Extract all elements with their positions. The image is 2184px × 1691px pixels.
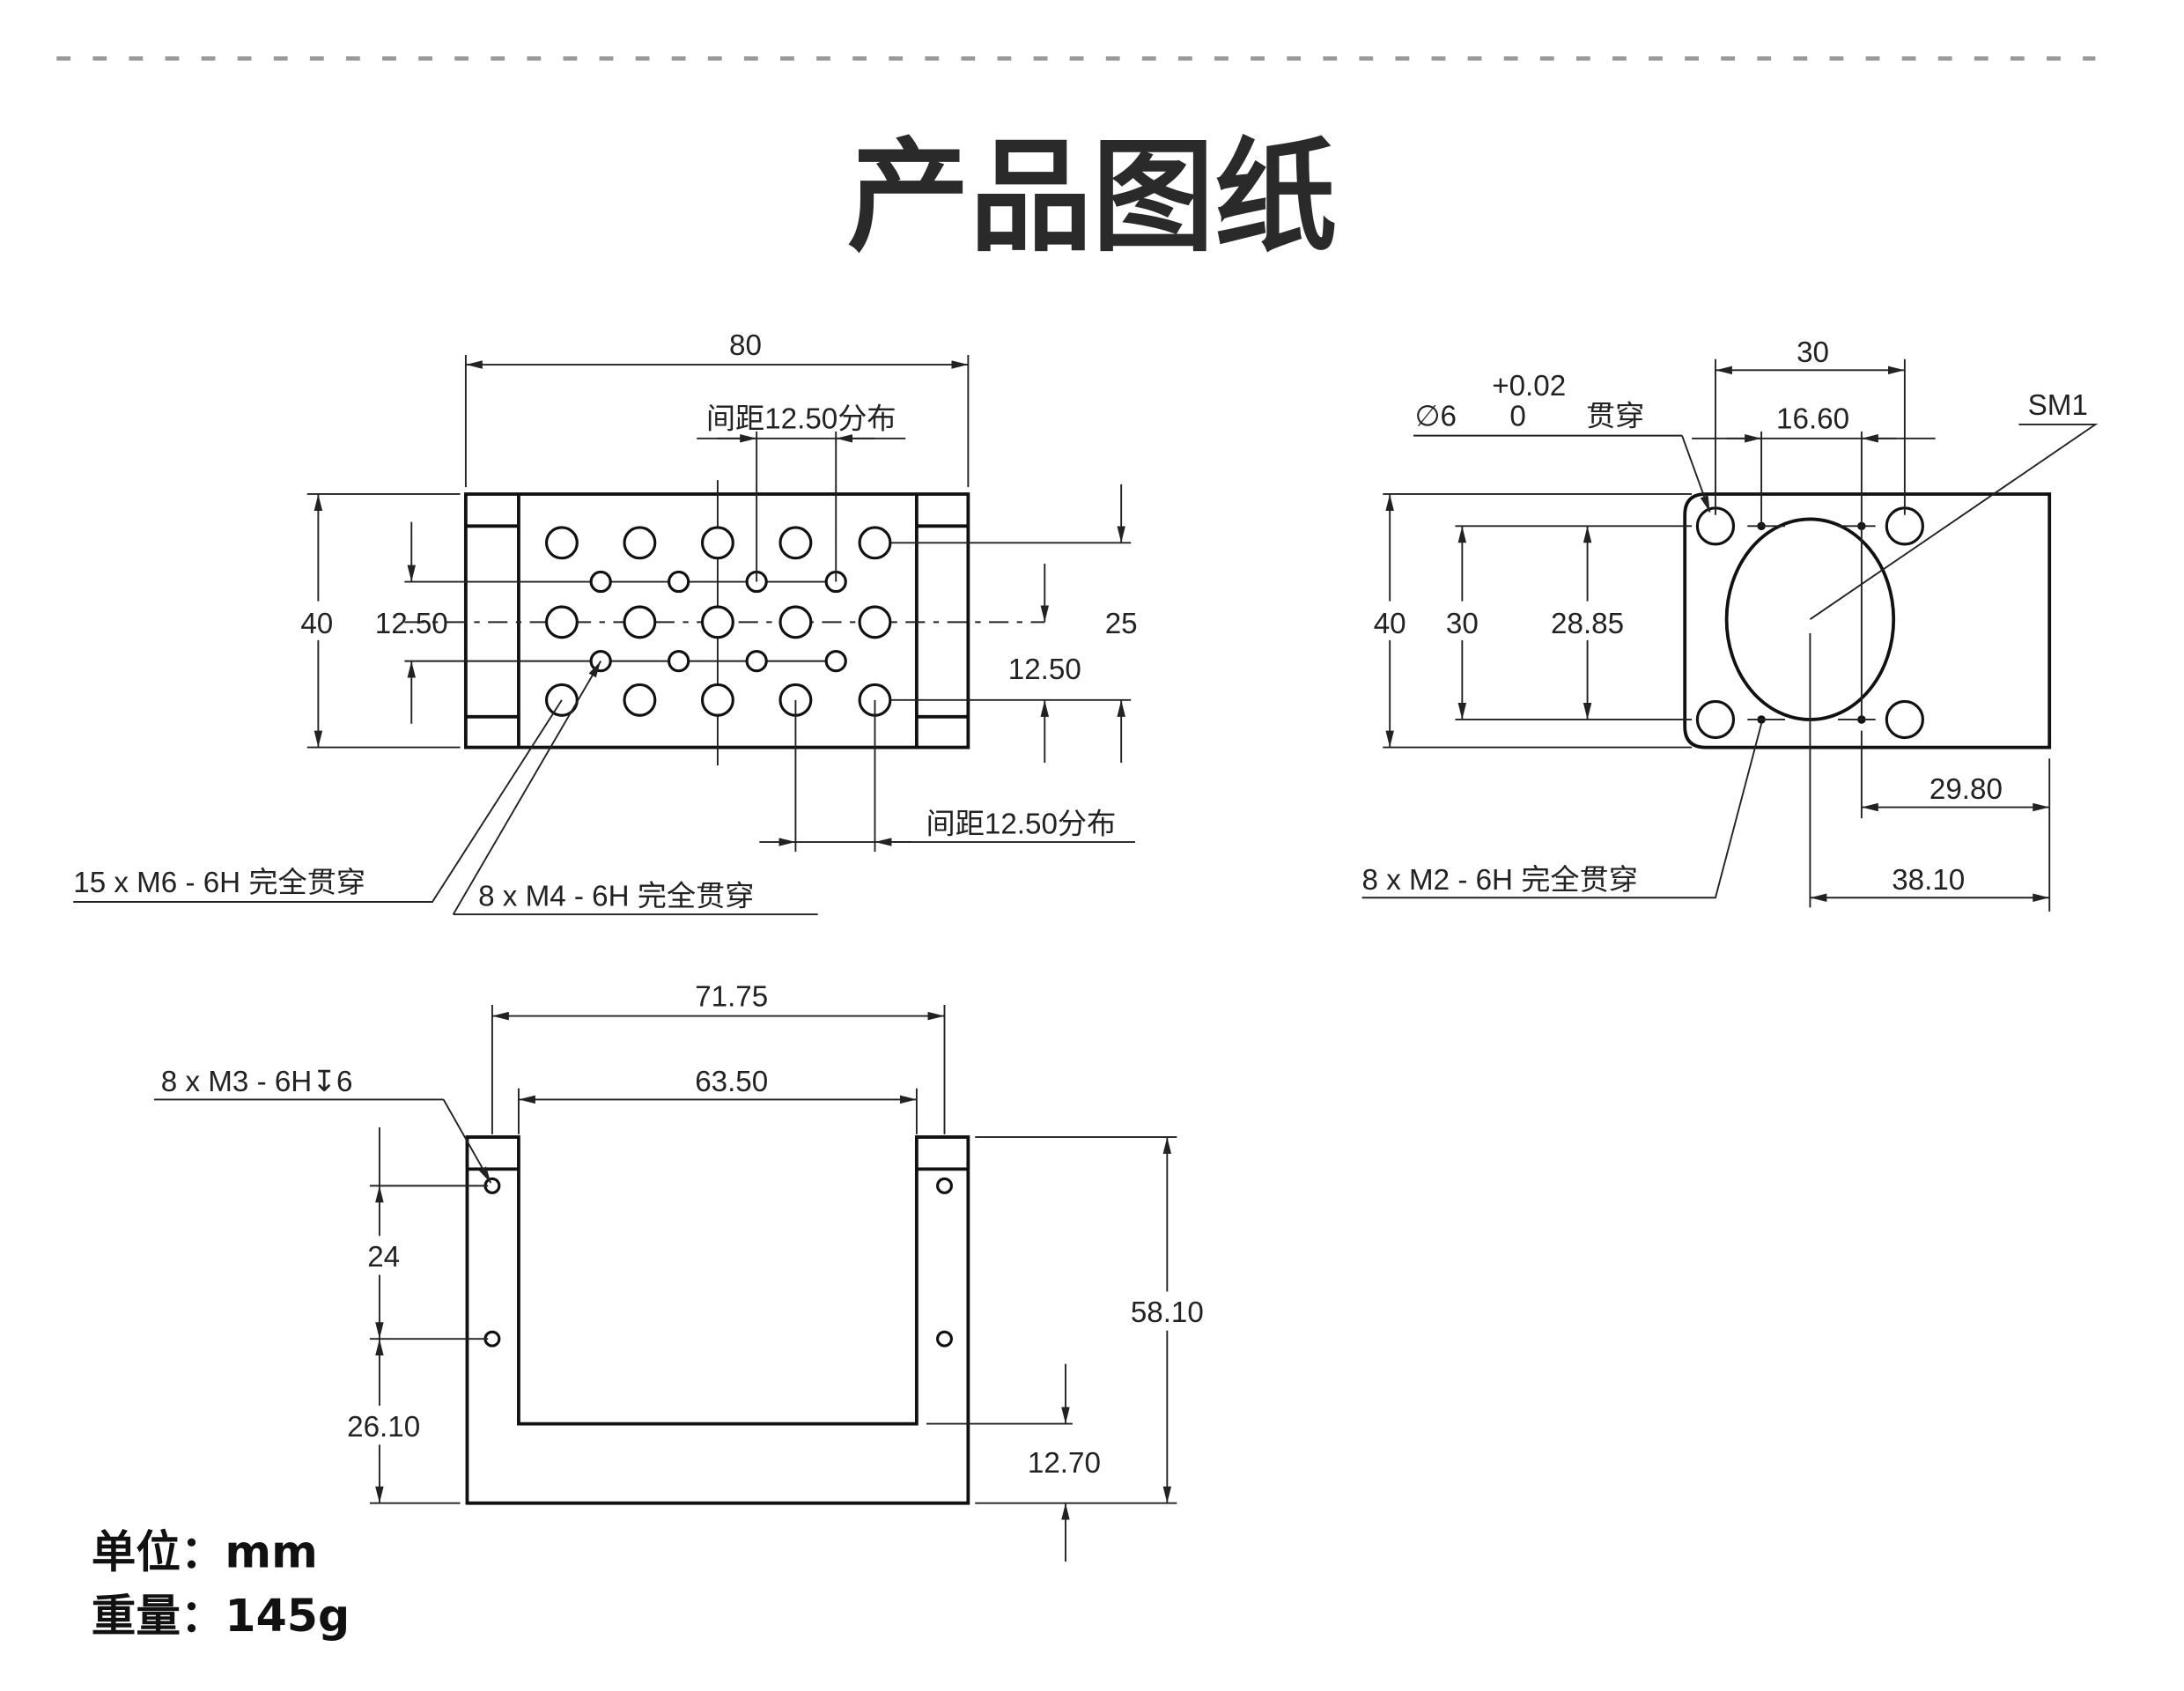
pitch-note-top: 间距12.50分布: [706, 403, 896, 436]
callout-m4: 8 x M4 - 6H 完全贯穿: [478, 881, 754, 913]
dim-hole-bottom-26-10: 26.10: [347, 1411, 420, 1444]
dim-height-40: 40: [300, 608, 333, 640]
dim-inner-63-50: 63.50: [695, 1066, 768, 1098]
dim-height-58-10: 58.10: [1131, 1296, 1204, 1329]
bore-callout-through: 贯穿: [1586, 401, 1644, 433]
m6-holes: [544, 526, 892, 717]
front-view: 71.75 63.50 8 x M3 - 6H↧6 24 26.10 58.10…: [153, 981, 1218, 1562]
side-view: 30 16.60 ∅6 +0.02 0 贯穿 SM1 40 30 28.85 2…: [1362, 336, 2099, 912]
pitch-note-bottom: 间距12.50分布: [926, 809, 1117, 841]
dim-span-30-top: 30: [1797, 336, 1829, 369]
dim-base-12-70: 12.70: [1028, 1447, 1101, 1480]
sm1-label: SM1: [2028, 389, 2088, 422]
weight-label: 重量：145g: [92, 1590, 350, 1642]
dim-row-pitch-left: 12.50: [375, 608, 448, 640]
dim-row-pitch-right: 12.50: [1008, 654, 1081, 686]
dim-inner-16-60: 16.60: [1776, 403, 1849, 436]
top-view: 80 间距12.50分布 40 12.50 25 12.50 间距12.50分布…: [73, 329, 1138, 916]
dim-height-40-side: 40: [1374, 608, 1406, 640]
dim-span-25: 25: [1105, 608, 1138, 640]
dim-offset-29-80: 29.80: [1929, 773, 2003, 806]
dim-width-80: 80: [729, 329, 762, 362]
bore-tolerance-lower: 0: [1509, 401, 1525, 433]
callout-m3: 8 x M3 - 6H↧6: [161, 1066, 353, 1098]
bore-tolerance-upper: +0.02: [1492, 370, 1566, 402]
unit-label: 单位：mm: [92, 1525, 318, 1577]
callout-m2: 8 x M2 - 6H 完全贯穿: [1362, 864, 1638, 897]
page-title: 产品图纸: [847, 126, 1337, 269]
dim-outer-71-75: 71.75: [695, 981, 768, 1014]
dim-hole-pitch-24: 24: [367, 1241, 400, 1274]
dim-hole-span-30: 30: [1446, 608, 1479, 640]
callout-m6: 15 x M6 - 6H 完全贯穿: [73, 867, 365, 899]
bore-callout-diameter: ∅6: [1415, 401, 1457, 433]
dim-offset-38-10: 38.10: [1892, 864, 1965, 897]
dim-bore-28-85: 28.85: [1551, 608, 1624, 640]
